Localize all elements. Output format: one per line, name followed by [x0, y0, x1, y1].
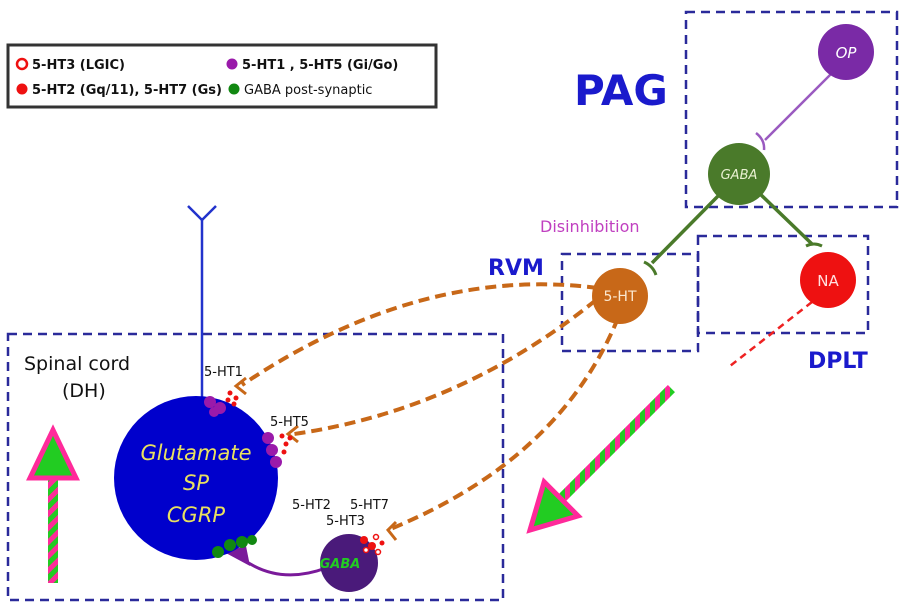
na-descending-axon: [729, 301, 813, 367]
spinal-cord-label: Spinal cord: [24, 353, 130, 375]
terminal-5ht1: [233, 376, 247, 396]
op-synapse-terminal: [755, 132, 766, 151]
label-5ht3: 5-HT3: [326, 514, 365, 529]
spinal-cord-region-box: [6, 332, 505, 602]
projection-to-gaba-interneuron: [387, 317, 620, 532]
legend-frame: [6, 43, 438, 109]
gaba-postsynaptic-receptor-cluster: [212, 535, 257, 558]
legend: 5-HT3 (LGIC) 5-HT1 , 5-HT5 (Gi/Go) 5-HT2…: [6, 43, 438, 109]
disinhibition-label: Disinhibition: [540, 217, 640, 236]
label-5ht7: 5-HT7: [350, 498, 389, 513]
5ht1-receptor-cluster: [204, 390, 239, 417]
legend-marker-open-red: [15, 57, 29, 71]
legend-label-5ht1-5ht5: 5-HT1 , 5-HT5 (Gi/Go): [242, 58, 398, 73]
gaba-na-synapse-terminal: [805, 242, 823, 248]
op-neuron: [818, 24, 874, 80]
op-label: OP: [836, 44, 858, 62]
legend-label-gaba: GABA post-synaptic: [244, 83, 372, 98]
sp-label: SP: [183, 471, 209, 495]
gaba-to-5ht-axon: [650, 190, 724, 265]
gaba-interneuron-receptor-cluster: [360, 533, 385, 556]
legend-marker-red: [16, 83, 28, 95]
label-5ht1: 5-HT1: [204, 365, 243, 380]
ascending-pain-arrow-icon: [26, 424, 80, 583]
gaba-pag-label: GABA: [721, 168, 758, 183]
dplt-region-box: [696, 234, 870, 335]
legend-label-5ht3: 5-HT3 (LGIC): [32, 58, 125, 73]
orange-synaptic-terminals: [233, 376, 398, 541]
legend-marker-green: [228, 83, 240, 95]
projection-to-5ht1: [240, 282, 599, 387]
pag-label: PAG: [574, 66, 668, 115]
terminal-5ht3: [385, 520, 398, 541]
legend-marker-purple: [226, 58, 238, 70]
5ht-rvm-neuron: [592, 268, 648, 324]
gaba-interneuron-connection: [243, 558, 327, 577]
legend-label-5ht2-5ht7: 5-HT2 (Gq/11), 5-HT7 (Gs): [32, 83, 222, 98]
projection-neuron-fork-icon: [187, 205, 217, 222]
pag-region-box: [684, 10, 899, 209]
glutamate-neuron: [114, 396, 278, 560]
label-5ht2: 5-HT2: [292, 498, 331, 513]
projection-to-5ht5: [293, 298, 598, 436]
5ht-rvm-label: 5-HT: [603, 289, 636, 305]
gaba-interneuron-label: GABA: [320, 557, 361, 572]
na-neuron: [800, 252, 856, 308]
na-label: NA: [817, 272, 839, 290]
rvm-label: RVM: [488, 256, 544, 281]
gaba-to-na-axon: [756, 190, 814, 246]
gaba-pag-neuron: [708, 143, 770, 205]
5ht5-receptor-cluster: [262, 432, 293, 468]
terminal-5ht5: [285, 424, 299, 444]
cgrp-label: CGRP: [167, 503, 226, 527]
serotonergic-projections: [240, 282, 620, 532]
dh-label: (DH): [62, 380, 106, 402]
op-axon: [764, 69, 836, 141]
dplt-label: DPLT: [808, 349, 868, 374]
gaba-5ht-synapse-terminal: [643, 260, 658, 276]
glutamate-label: Glutamate: [141, 441, 252, 465]
label-5ht5: 5-HT5: [270, 415, 309, 430]
descending-modulation-arrow-icon: [526, 385, 675, 534]
